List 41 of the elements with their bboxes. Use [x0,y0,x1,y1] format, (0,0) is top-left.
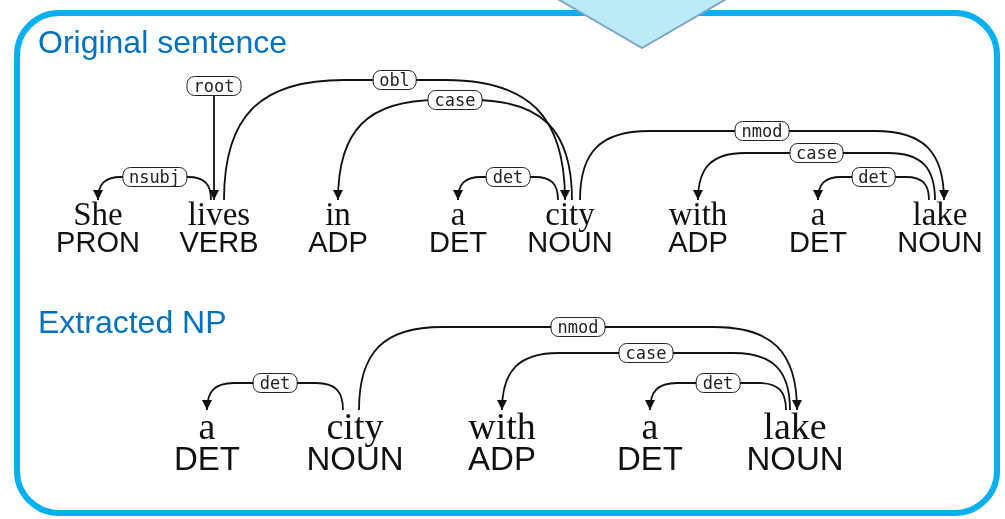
pos-tag: DET [148,442,266,476]
pos-tag: DET [399,228,517,258]
relation-label: det [252,373,298,393]
word-text: a [449,200,467,229]
section-heading: Extracted NP [38,304,227,340]
relation-label: nmod [734,121,790,141]
chevron-shape [556,0,728,49]
word-text: She [72,200,124,229]
word-text: a [197,410,217,443]
pos-tag: NOUN [736,442,854,476]
relation-label: det [485,167,531,187]
relation-label: case [427,90,483,110]
pos-tag: VERB [160,228,278,258]
pos-tag: DET [759,228,877,258]
word-text: lake [762,410,828,443]
word-text: lives [186,200,252,229]
relation-label: root [186,76,242,96]
dependency-arc [579,130,949,201]
pos-tag: ADP [639,228,757,258]
relation-label: det [695,373,741,393]
section-heading: Original sentence [38,24,288,60]
word-text: a [809,200,827,229]
word-text: lake [911,200,969,229]
pos-tag: PRON [39,228,157,258]
pos-tag: NOUN [881,228,999,258]
relation-label: obl [372,70,417,90]
dependency-arc [209,95,219,201]
dependency-arc [358,326,802,411]
relation-label: nmod [550,317,606,337]
pos-tag: DET [591,442,709,476]
relation-label: case [618,343,674,363]
word-text: with [467,410,537,443]
word-text: a [640,410,660,443]
relation-label: nsubj [121,167,188,187]
word-text: with [667,200,729,229]
relation-label: case [789,143,844,163]
dependency-arc [223,79,570,201]
pos-tag: ADP [443,442,561,476]
pos-tag: ADP [279,228,397,258]
relation-label: det [851,167,896,187]
word-text: in [324,200,352,229]
